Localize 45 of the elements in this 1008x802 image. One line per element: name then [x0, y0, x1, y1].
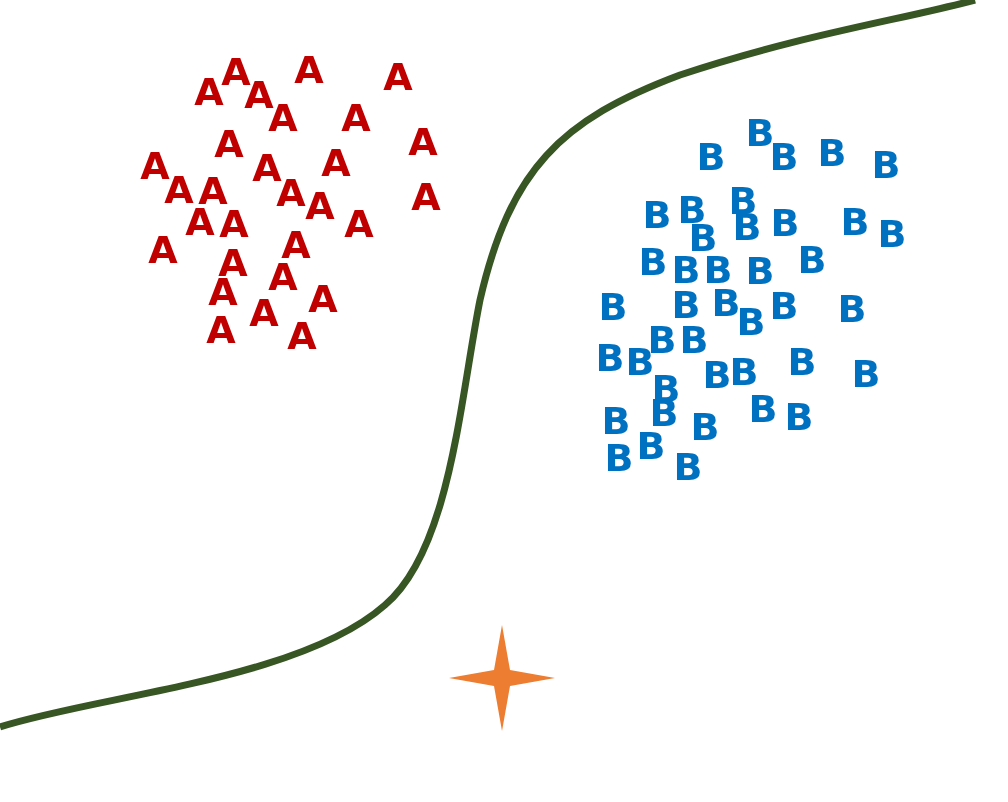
- class-letter: B: [769, 287, 799, 325]
- class-letter: A: [383, 58, 413, 96]
- class-letter: B: [595, 339, 625, 377]
- class-letter: B: [598, 288, 628, 326]
- class-letter: A: [214, 125, 244, 163]
- class-letter: B: [642, 196, 672, 234]
- class-letter: B: [729, 353, 759, 391]
- class-letter: B: [770, 204, 800, 242]
- class-letter: B: [787, 343, 817, 381]
- class-letter: A: [249, 294, 279, 332]
- class-letter: A: [206, 311, 236, 349]
- class-letter: A: [344, 205, 374, 243]
- class-letter: A: [411, 178, 441, 216]
- class-letter: A: [294, 51, 324, 89]
- class-letter: B: [679, 321, 709, 359]
- class-letter: B: [671, 286, 701, 324]
- class-letter: B: [636, 427, 666, 465]
- class-letter: B: [837, 290, 867, 328]
- class-letter: B: [784, 398, 814, 436]
- class-letter: B: [840, 203, 870, 241]
- class-letter: B: [690, 408, 720, 446]
- class-letter: A: [148, 231, 178, 269]
- class-letter: B: [702, 356, 732, 394]
- class-letter: A: [219, 205, 249, 243]
- class-letter: A: [308, 280, 338, 318]
- class-letter: B: [673, 448, 703, 486]
- class-letter: B: [745, 252, 775, 290]
- class-letter: A: [185, 203, 215, 241]
- star-shape: [449, 625, 555, 731]
- class-letter: A: [305, 187, 335, 225]
- class-letter: A: [287, 317, 317, 355]
- class-letter: B: [601, 402, 631, 440]
- class-letter: A: [321, 144, 351, 182]
- class-letter: B: [638, 243, 668, 281]
- class-letter: B: [817, 134, 847, 172]
- class-letter: B: [871, 146, 901, 184]
- class-letter: B: [748, 390, 778, 428]
- class-letter: B: [696, 138, 726, 176]
- class-letter: B: [671, 251, 701, 289]
- class-letter: A: [408, 123, 438, 161]
- class-letter: B: [604, 439, 634, 477]
- class-letter: B: [877, 215, 907, 253]
- class-letter: B: [797, 241, 827, 279]
- class-letter: B: [851, 355, 881, 393]
- class-letter: A: [341, 99, 371, 137]
